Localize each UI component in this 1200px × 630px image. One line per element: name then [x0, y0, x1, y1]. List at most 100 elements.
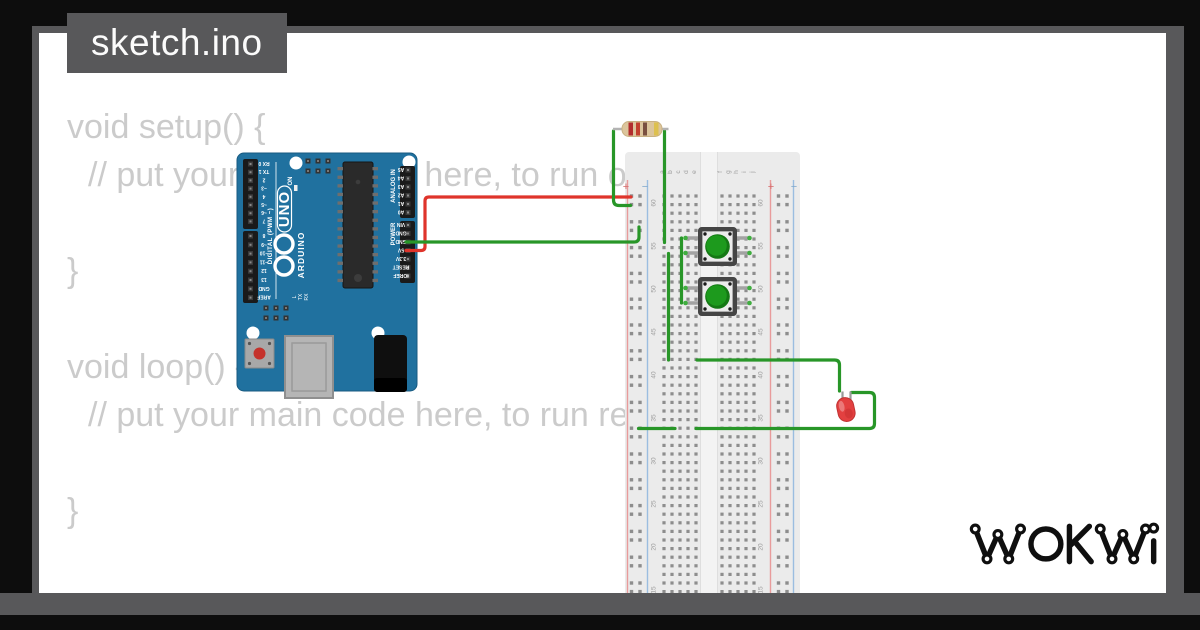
mounting-hole [246, 326, 260, 340]
hole [670, 280, 674, 284]
hole [694, 529, 698, 533]
hole [694, 203, 698, 207]
pin-label: 12 [261, 267, 267, 273]
hole [662, 297, 666, 301]
wire-red-5v[interactable] [404, 195, 633, 253]
row-number: 40 [758, 371, 765, 379]
hole [686, 469, 690, 473]
hole [720, 194, 724, 198]
hole [720, 332, 724, 336]
wire-green-gnd[interactable] [404, 225, 641, 244]
hole [752, 228, 756, 232]
hole [678, 314, 682, 318]
hole [662, 547, 666, 551]
hole [736, 521, 740, 525]
hole [744, 478, 748, 482]
chip-leg [372, 218, 378, 222]
button-leg-tip [683, 285, 688, 291]
wire-green-resistor-left[interactable] [611, 129, 633, 208]
hole [670, 564, 674, 568]
hole [776, 555, 781, 559]
column-letter: b [667, 170, 674, 174]
hole [744, 521, 748, 525]
hole [629, 589, 634, 593]
digital-header-lower[interactable] [243, 231, 258, 303]
file-tab[interactable]: sketch.ino [67, 13, 287, 73]
hole [728, 211, 732, 215]
hole [638, 529, 642, 534]
hole [694, 478, 698, 482]
button-cap[interactable] [706, 235, 727, 256]
hole [694, 443, 698, 447]
hole [686, 323, 690, 327]
hole [662, 572, 666, 576]
hole [678, 564, 682, 568]
pin-contact [407, 232, 409, 235]
led-red[interactable] [835, 391, 857, 424]
hole [686, 254, 690, 258]
atmega-chip[interactable] [342, 161, 374, 289]
hole [686, 529, 690, 533]
row-number: 25 [651, 500, 658, 508]
wire-green-led-anode[interactable] [695, 358, 842, 393]
hole [678, 375, 682, 379]
wires[interactable] [404, 129, 877, 431]
hole [694, 547, 698, 551]
pushbutton-2[interactable] [683, 277, 752, 317]
analog-header[interactable] [400, 166, 415, 218]
hole [720, 349, 724, 353]
hole [736, 547, 740, 551]
hole [728, 418, 732, 422]
pin-label: A2 [398, 192, 405, 198]
pin-label: 2 [262, 176, 265, 182]
hole [694, 254, 698, 258]
icsp-pin-contact [285, 307, 287, 309]
hole [638, 400, 642, 405]
hole [678, 194, 682, 198]
button-leg-tip [747, 285, 752, 291]
hole [785, 512, 789, 516]
column-letter: d [683, 170, 690, 174]
hole [776, 323, 781, 327]
chip-leg [372, 201, 378, 205]
hole [694, 564, 698, 568]
arduino-pins-and-labels: RX 0TX 12~34~5~678~9~10~111213GNDAREFA5A… [248, 158, 411, 321]
resistor[interactable] [613, 121, 669, 137]
hole [686, 349, 690, 353]
hole [686, 280, 690, 284]
digital-header-upper[interactable] [243, 159, 258, 229]
hole [776, 228, 781, 233]
hole [744, 443, 748, 447]
hole [752, 392, 756, 396]
hole [670, 220, 674, 224]
hole [694, 521, 698, 525]
hole [744, 529, 748, 533]
hole [720, 400, 724, 404]
button-cap[interactable] [706, 285, 727, 306]
hole [686, 418, 690, 422]
hole [744, 495, 748, 499]
arduino-uno[interactable]: UNO ARDUINO DIGITAL (PWM ~) ANALOG IN PO… [236, 152, 418, 399]
hole [694, 512, 698, 516]
hole [728, 555, 732, 559]
chip-leg [372, 227, 378, 231]
hole [736, 366, 740, 370]
hole [686, 590, 690, 593]
hole [776, 331, 781, 336]
hole [670, 435, 674, 439]
reset-button[interactable] [244, 338, 275, 369]
hole [736, 443, 740, 447]
pushbutton-1[interactable] [683, 226, 752, 266]
hole [776, 478, 781, 482]
hole [678, 211, 682, 215]
hole [670, 289, 674, 293]
hole [785, 564, 789, 568]
hole [678, 349, 682, 353]
hole [686, 340, 690, 344]
resistor-band [628, 122, 633, 136]
hole [686, 297, 690, 301]
led-body[interactable] [835, 396, 857, 423]
hole [670, 521, 674, 525]
wire-green-led-return[interactable] [694, 390, 877, 431]
